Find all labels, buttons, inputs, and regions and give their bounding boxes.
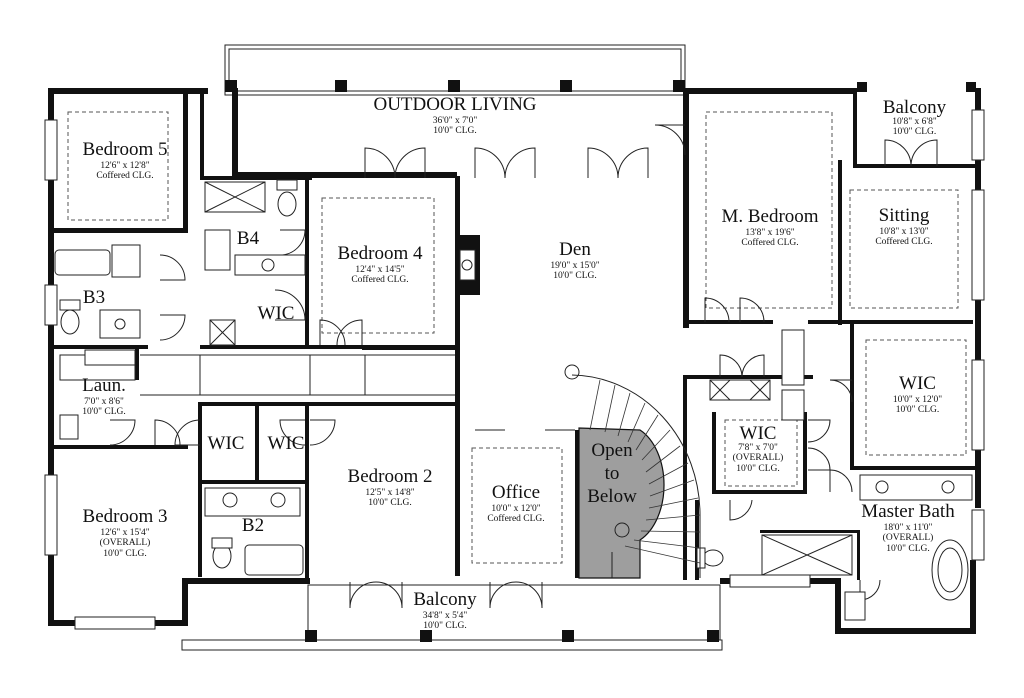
room-label-wic-b3: WIC <box>200 434 252 453</box>
room-dims: 7'8" x 7'0"(OVERALL)10'0" CLG. <box>732 443 784 474</box>
room-name: Bedroom 4 <box>337 243 423 264</box>
room-label-wic-b4: WIC <box>251 304 301 323</box>
room-name: Master Bath <box>861 501 955 522</box>
open-line-3: Below <box>587 485 637 507</box>
room-dims: 18'0" x 11'0"(OVERALL)10'0" CLG. <box>882 523 934 554</box>
room-name: Bedroom 2 <box>347 466 433 487</box>
room-dims: 10'0" x 12'0"10'0" CLG. <box>892 395 943 416</box>
room-label-den: Den 19'0" x 15'0"10'0" CLG. <box>520 240 630 282</box>
room-name: B4 <box>236 228 260 249</box>
room-name: Den <box>559 239 591 260</box>
room-label-bedroom-3: Bedroom 3 12'6" x 15'4"(OVERALL)10'0" CL… <box>62 507 188 559</box>
room-label-b4: B4 <box>228 229 268 248</box>
room-name: Sitting <box>878 205 930 226</box>
room-label-outdoor-living: OUTDOOR LIVING 36'0" x 7'0"10'0" CLG. <box>355 95 555 137</box>
room-dims: 10'0" x 12'0"Coffered CLG. <box>487 504 545 525</box>
room-label-bedroom-2: Bedroom 2 12'5" x 14'8"10'0" CLG. <box>325 467 455 509</box>
room-label-wic-master: WIC 10'0" x 12'0"10'0" CLG. <box>875 374 960 416</box>
open-line-1: Open <box>591 440 633 461</box>
room-name: Office <box>491 482 541 503</box>
doors <box>109 124 938 609</box>
room-label-bedroom-5: Bedroom 5 12'6" x 12'8"Coffered CLG. <box>62 140 188 182</box>
coffered-ceilings <box>67 111 967 564</box>
room-dims: 12'6" x 15'4"(OVERALL)10'0" CLG. <box>99 528 151 559</box>
room-name: WIC <box>257 303 295 324</box>
room-dims: 12'6" x 12'8"Coffered CLG. <box>96 161 154 182</box>
room-name: OUTDOOR LIVING <box>373 94 537 115</box>
room-name: WIC <box>207 433 245 454</box>
room-dims: 34'8" x 5'4"10'0" CLG. <box>422 611 468 632</box>
room-label-master-bath: Master Bath 18'0" x 11'0"(OVERALL)10'0" … <box>838 502 978 554</box>
room-dims: 36'0" x 7'0"10'0" CLG. <box>432 116 478 137</box>
room-dims: 10'8" x 6'8"10'0" CLG. <box>892 117 937 138</box>
room-name: Balcony <box>882 97 947 118</box>
hall-outlines <box>140 354 455 396</box>
columns <box>225 80 976 642</box>
room-name: B2 <box>241 515 265 536</box>
room-name: WIC <box>267 433 305 454</box>
room-name: WIC <box>899 373 936 394</box>
spiral-staircase <box>564 364 701 579</box>
room-name: WIC <box>739 423 777 444</box>
room-label-m-bedroom: M. Bedroom 13'8" x 19'6"Coffered CLG. <box>700 207 840 249</box>
plumbing-fixtures <box>54 179 973 621</box>
room-dims: 7'0" x 8'6"10'0" CLG. <box>82 397 126 418</box>
room-label-sitting: Sitting 10'8" x 13'0"Coffered CLG. <box>850 206 958 248</box>
fireplace <box>455 235 480 295</box>
room-name: B3 <box>82 287 106 308</box>
windows <box>44 109 985 630</box>
room-label-open-to-below: Open to Below <box>578 440 646 508</box>
room-label-wic-b2: WIC <box>260 434 312 453</box>
room-dims: 13'8" x 19'6"Coffered CLG. <box>741 228 799 249</box>
room-dims: 10'8" x 13'0"Coffered CLG. <box>875 227 933 248</box>
room-label-wic-small: WIC 7'8" x 7'0"(OVERALL)10'0" CLG. <box>718 424 798 474</box>
room-name: Laun. <box>82 375 126 396</box>
room-label-b2: B2 <box>230 516 276 535</box>
room-label-bedroom-4: Bedroom 4 12'4" x 14'5"Coffered CLG. <box>315 244 445 286</box>
room-label-laundry: Laun. 7'0" x 8'6"10'0" CLG. <box>70 376 138 418</box>
room-dims: 12'4" x 14'5"Coffered CLG. <box>351 265 409 286</box>
interior-walls <box>48 88 978 580</box>
bottom-balcony-railing <box>181 584 723 651</box>
room-label-office: Office 10'0" x 12'0"Coffered CLG. <box>470 483 562 525</box>
room-name: Bedroom 3 <box>82 506 168 527</box>
room-label-balcony-top: Balcony 10'8" x 6'8"10'0" CLG. <box>862 98 967 138</box>
room-name: Balcony <box>413 589 477 610</box>
room-label-balcony-bottom: Balcony 34'8" x 5'4"10'0" CLG. <box>390 590 500 632</box>
room-name: M. Bedroom <box>721 206 819 227</box>
room-dims: 12'5" x 14'8"10'0" CLG. <box>365 488 415 509</box>
room-label-b3: B3 <box>74 288 114 307</box>
room-name: Bedroom 5 <box>82 139 168 160</box>
room-dims: 19'0" x 15'0"10'0" CLG. <box>550 261 600 282</box>
open-line-2: to <box>604 462 620 484</box>
